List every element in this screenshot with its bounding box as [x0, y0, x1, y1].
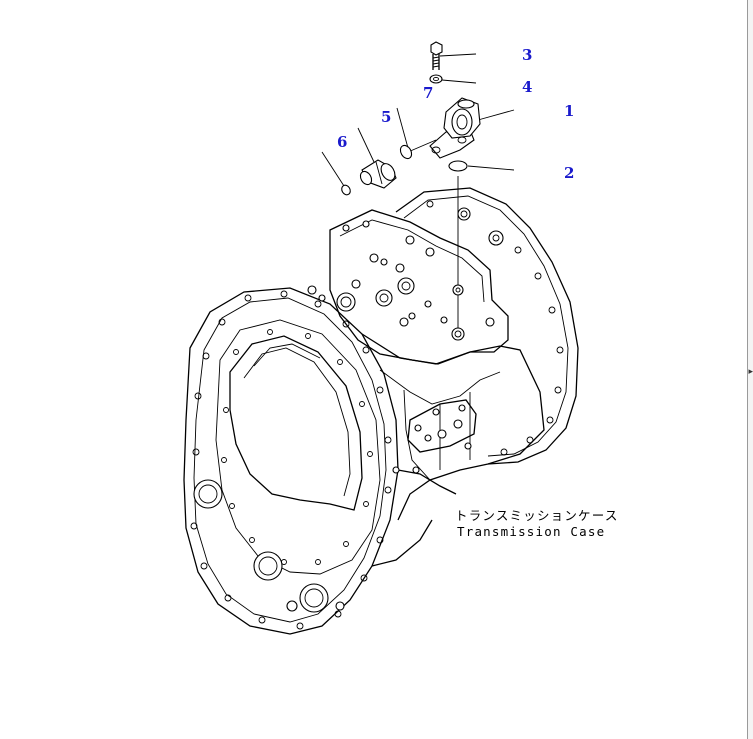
callout-4[interactable]: 4	[522, 78, 533, 96]
elbow-block-part	[429, 97, 481, 159]
transmission-case	[183, 187, 579, 635]
callout-5[interactable]: 5	[381, 108, 392, 126]
caption-english: Transmission Case	[457, 524, 606, 539]
bolt-part	[430, 41, 443, 70]
callout-2[interactable]: 2	[564, 164, 575, 182]
scrollbar[interactable]	[747, 0, 753, 739]
washer-part	[429, 74, 443, 84]
callout-6[interactable]: 6	[337, 133, 348, 151]
o-ring-part	[448, 160, 468, 172]
o-ring-small-part	[399, 144, 413, 160]
callout-3[interactable]: 3	[522, 46, 533, 64]
callout-7[interactable]: 7	[423, 84, 434, 102]
chevron-right-icon[interactable]: ▸	[748, 367, 753, 377]
callout-1[interactable]: 1	[564, 102, 575, 120]
leader-lines	[321, 53, 515, 330]
caption-japanese: トランスミッションケース	[455, 508, 619, 523]
fitting-part	[341, 159, 397, 196]
